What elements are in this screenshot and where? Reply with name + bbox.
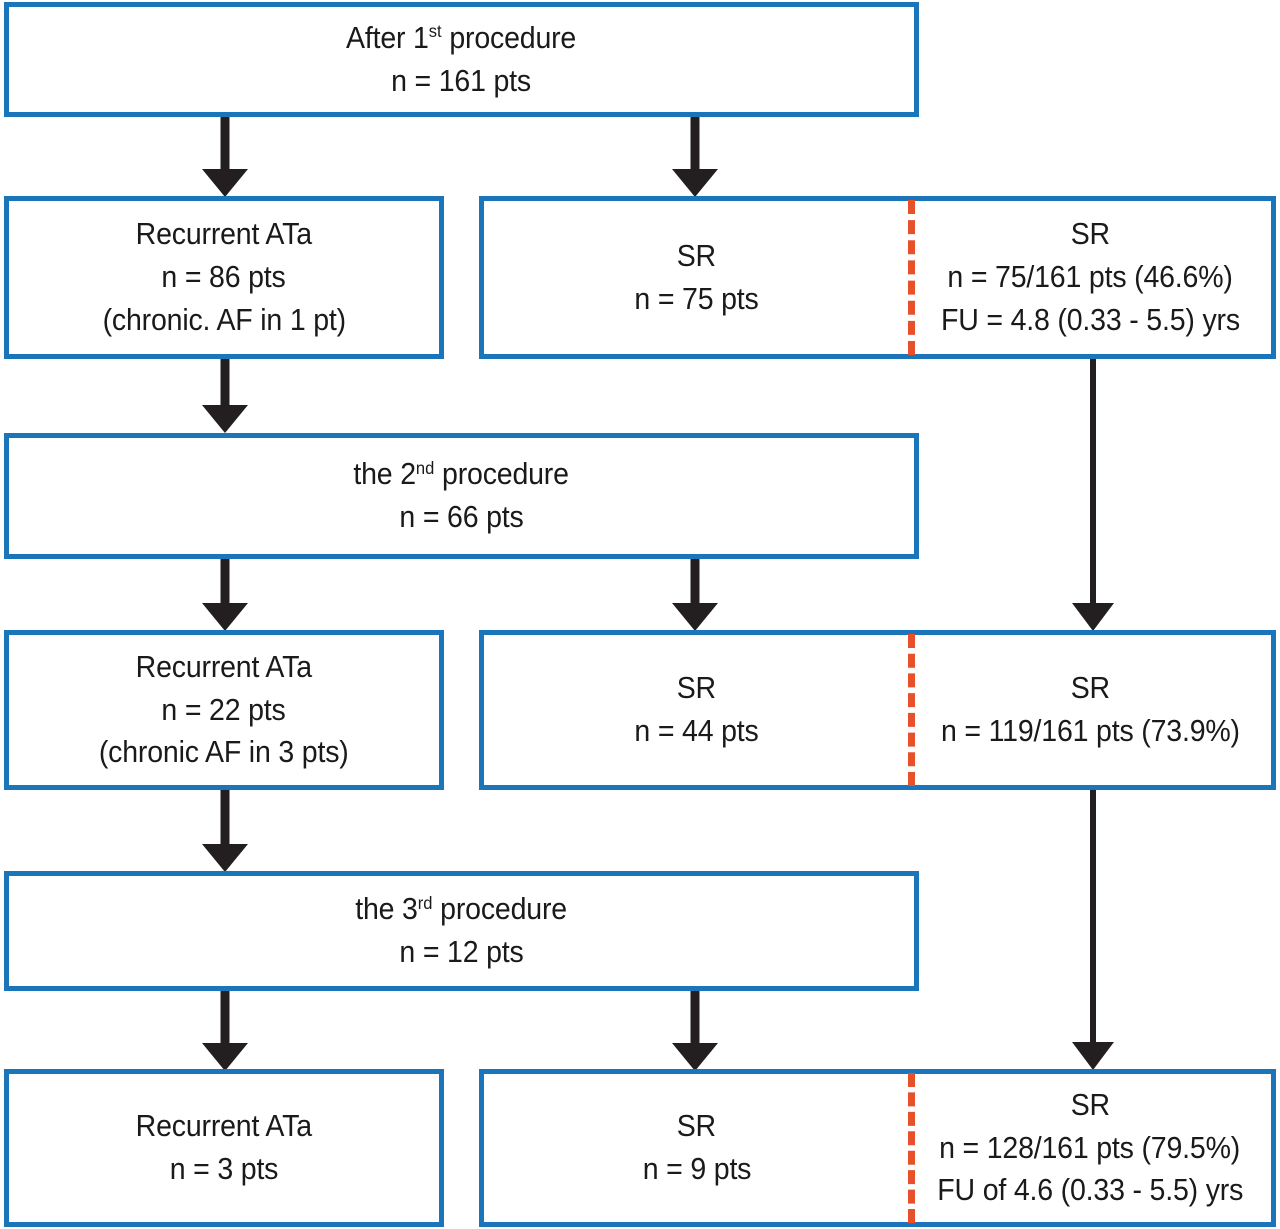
recurrent-ata-1-count: n = 86 pts [161,259,287,295]
recurrent-ata-2-count: n = 22 pts [161,691,287,727]
arrow-third-to-sr-3 [672,991,718,1071]
sr-after-1-cumulative-right: SR n = 75/161 pts (46.6%) FU = 4.8 (0.33… [909,201,1271,354]
sr-after-1-left-count: n = 75 pts [634,280,759,316]
arrow-head [202,1043,248,1071]
recurrent-ata-2-note: (chronic AF in 3 pts) [99,734,349,770]
arrow-head [1072,603,1114,631]
arrow-recurrent-1-to-second-procedure [202,359,248,433]
sr-after-2-left-title: SR [676,670,717,706]
node-third-procedure: the 3rd procedure n = 12 pts [4,871,919,991]
node-recurrent-ata-2: Recurrent ATa n = 22 pts (chronic AF in … [4,630,444,790]
node-sr-after-first-procedure: SR n = 75 pts SR n = 75/161 pts (46.6%) … [479,196,1276,359]
arrow-shaft [690,991,700,1045]
arrow-shaft [220,790,230,846]
arrow-sr-1-to-sr-2 [1070,359,1116,631]
arrow-shaft [690,117,700,171]
recurrent-ata-1-note: (chronic. AF in 1 pt) [102,301,346,337]
arrow-head [202,169,248,197]
dashed-divider [908,634,915,786]
sr-after-3-right-count: n = 128/161 pts (79.5%) [939,1129,1241,1165]
node-after-first-procedure: After 1st procedure n = 161 pts [4,2,919,117]
arrow-head [202,405,248,433]
arrow-second-to-sr-2 [672,559,718,631]
arrow-third-to-recurrent-3 [202,991,248,1071]
arrow-sr-2-to-sr-3 [1070,790,1116,1070]
node-recurrent-ata-1: Recurrent ATa n = 86 pts (chronic. AF in… [4,196,444,359]
sr-after-1-right-count: n = 75/161 pts (46.6%) [947,259,1233,295]
third-procedure-label: the 3rd procedure [355,891,568,927]
dashed-divider [908,1073,915,1223]
arrow-head [1072,1042,1114,1070]
arrow-shaft [220,559,230,605]
arrow-first-to-sr-1 [672,117,718,197]
recurrent-ata-2-title: Recurrent ATa [135,648,313,684]
node-second-procedure: the 2nd procedure n = 66 pts [4,433,919,559]
second-procedure-label: the 2nd procedure [353,456,570,492]
ordinal-suffix-nd: nd [416,457,435,478]
sr-after-3-left-count: n = 9 pts [642,1151,751,1186]
arrow-second-to-recurrent-2 [202,559,248,631]
arrow-shaft [1090,790,1096,1044]
node-sr-after-third-procedure: SR n = 9 pts SR n = 128/161 pts (79.5%) … [479,1069,1276,1227]
recurrent-ata-1-title: Recurrent ATa [135,216,313,252]
arrow-shaft [220,359,230,407]
sr-after-3-right-title: SR [1070,1086,1110,1122]
arrow-recurrent-2-to-third-procedure [202,790,248,872]
ordinal-suffix-st: st [429,21,443,42]
sr-after-2-right-title: SR [1070,670,1110,706]
sr-after-1-right-followup: FU = 4.8 (0.33 - 5.5) yrs [940,301,1240,337]
arrow-head [672,1043,718,1071]
arrow-shaft [1090,359,1096,605]
sr-after-1-right-title: SR [1070,216,1110,252]
second-procedure-count: n = 66 pts [399,499,524,534]
arrow-head [672,169,718,197]
sr-after-3-left-title: SR [676,1108,717,1144]
recurrent-ata-3-count: n = 3 pts [169,1151,279,1186]
arrow-first-to-recurrent-1 [202,117,248,197]
sr-after-3-cumulative-right: SR n = 128/161 pts (79.5%) FU of 4.6 (0.… [909,1074,1271,1222]
arrow-head [202,603,248,631]
node-sr-after-second-procedure: SR n = 44 pts SR n = 119/161 pts (73.9%) [479,630,1276,790]
after-first-procedure-count: n = 161 pts [391,62,532,98]
recurrent-ata-3-title: Recurrent ATa [135,1108,313,1144]
sr-after-1-left-title: SR [676,237,717,273]
dashed-divider [908,200,915,355]
sr-after-3-cumulative-left: SR n = 9 pts [484,1074,909,1222]
sr-after-2-cumulative-right: SR n = 119/161 pts (73.9%) [909,635,1271,785]
sr-after-3-right-followup: FU of 4.6 (0.33 - 5.5) yrs [937,1172,1243,1208]
arrow-head [672,603,718,631]
sr-after-2-cumulative-left: SR n = 44 pts [484,635,909,785]
arrow-head [202,844,248,872]
third-procedure-count: n = 12 pts [399,934,524,969]
arrow-shaft [220,991,230,1045]
sr-after-2-left-count: n = 44 pts [634,713,759,748]
arrow-shaft [220,117,230,171]
arrow-shaft [690,559,700,605]
sr-after-1-cumulative-left: SR n = 75 pts [484,201,909,354]
sr-after-2-right-count: n = 119/161 pts (73.9%) [940,713,1240,748]
after-first-procedure-label: After 1st procedure [346,19,577,55]
node-recurrent-ata-3: Recurrent ATa n = 3 pts [4,1069,444,1227]
ordinal-suffix-rd: rd [418,892,433,913]
